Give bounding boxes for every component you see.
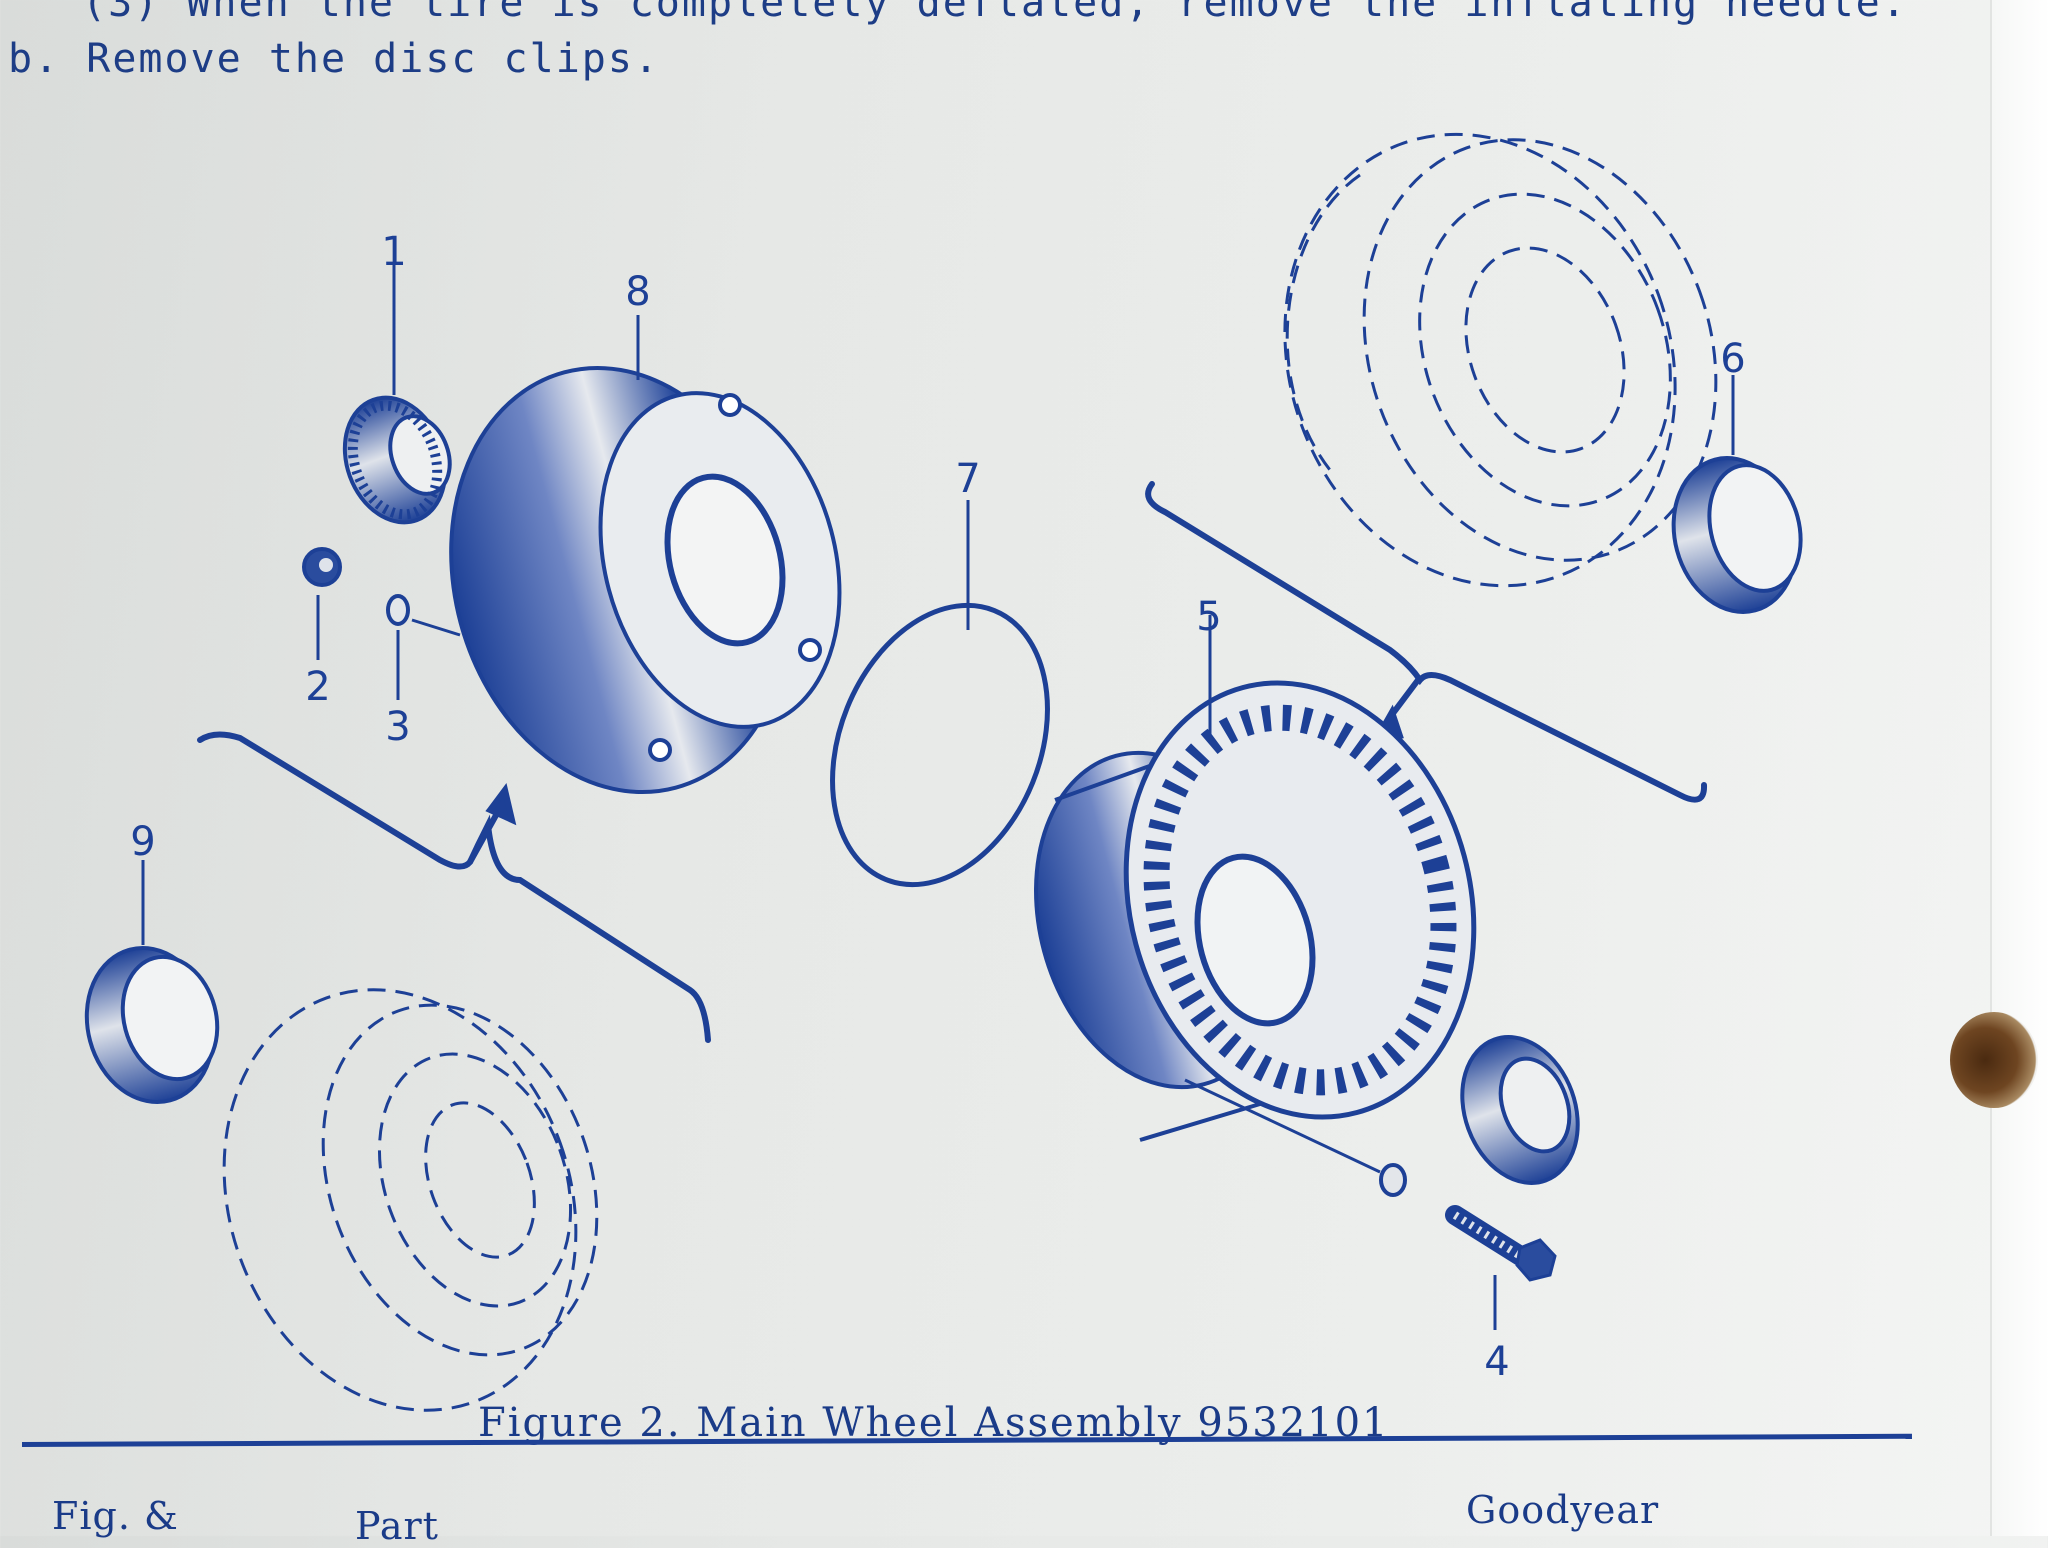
bearing-cup-6 <box>1671 456 1803 614</box>
callout-1: 1 <box>381 229 406 275</box>
leader-lines <box>141 265 1735 1330</box>
callout-6: 6 <box>1720 336 1745 382</box>
callout-7: 7 <box>955 456 980 502</box>
wheel-half-5 <box>1034 680 1477 1142</box>
bearing-cone-1 <box>342 395 452 525</box>
callout-3: 3 <box>385 704 410 750</box>
bracket-left <box>197 731 711 1043</box>
callout-numbers: 1 2 3 4 5 6 7 8 9 <box>130 229 1745 1385</box>
callout-4: 4 <box>1484 1339 1509 1385</box>
callout-2: 2 <box>305 664 330 710</box>
washer-right <box>1379 1163 1407 1197</box>
column-header-part: Part <box>355 1504 439 1548</box>
column-header-goodyear: Goodyear <box>1466 1488 1660 1532</box>
wheel-half-8 <box>449 365 842 795</box>
nut-2 <box>302 547 342 587</box>
tire-outline-right <box>1283 132 1718 588</box>
bolt-4 <box>1445 1205 1557 1282</box>
bearing-cone-right <box>1460 1035 1580 1185</box>
instruction-step-b: b. Remove the disc clips. <box>8 36 661 82</box>
callout-9: 9 <box>130 819 155 865</box>
washer-3 <box>386 594 410 626</box>
tire-outline-left <box>222 988 599 1412</box>
page-edge <box>1990 0 2048 1536</box>
callout-8: 8 <box>625 269 650 315</box>
callout-5: 5 <box>1196 594 1221 640</box>
binder-hole <box>1950 1012 2038 1108</box>
o-ring-7 <box>830 602 1050 888</box>
column-header-fig: Fig. & <box>52 1494 179 1538</box>
instruction-step-3: (3) When the tire is completely deflated… <box>82 0 1908 26</box>
bearing-cup-9 <box>84 945 220 1105</box>
